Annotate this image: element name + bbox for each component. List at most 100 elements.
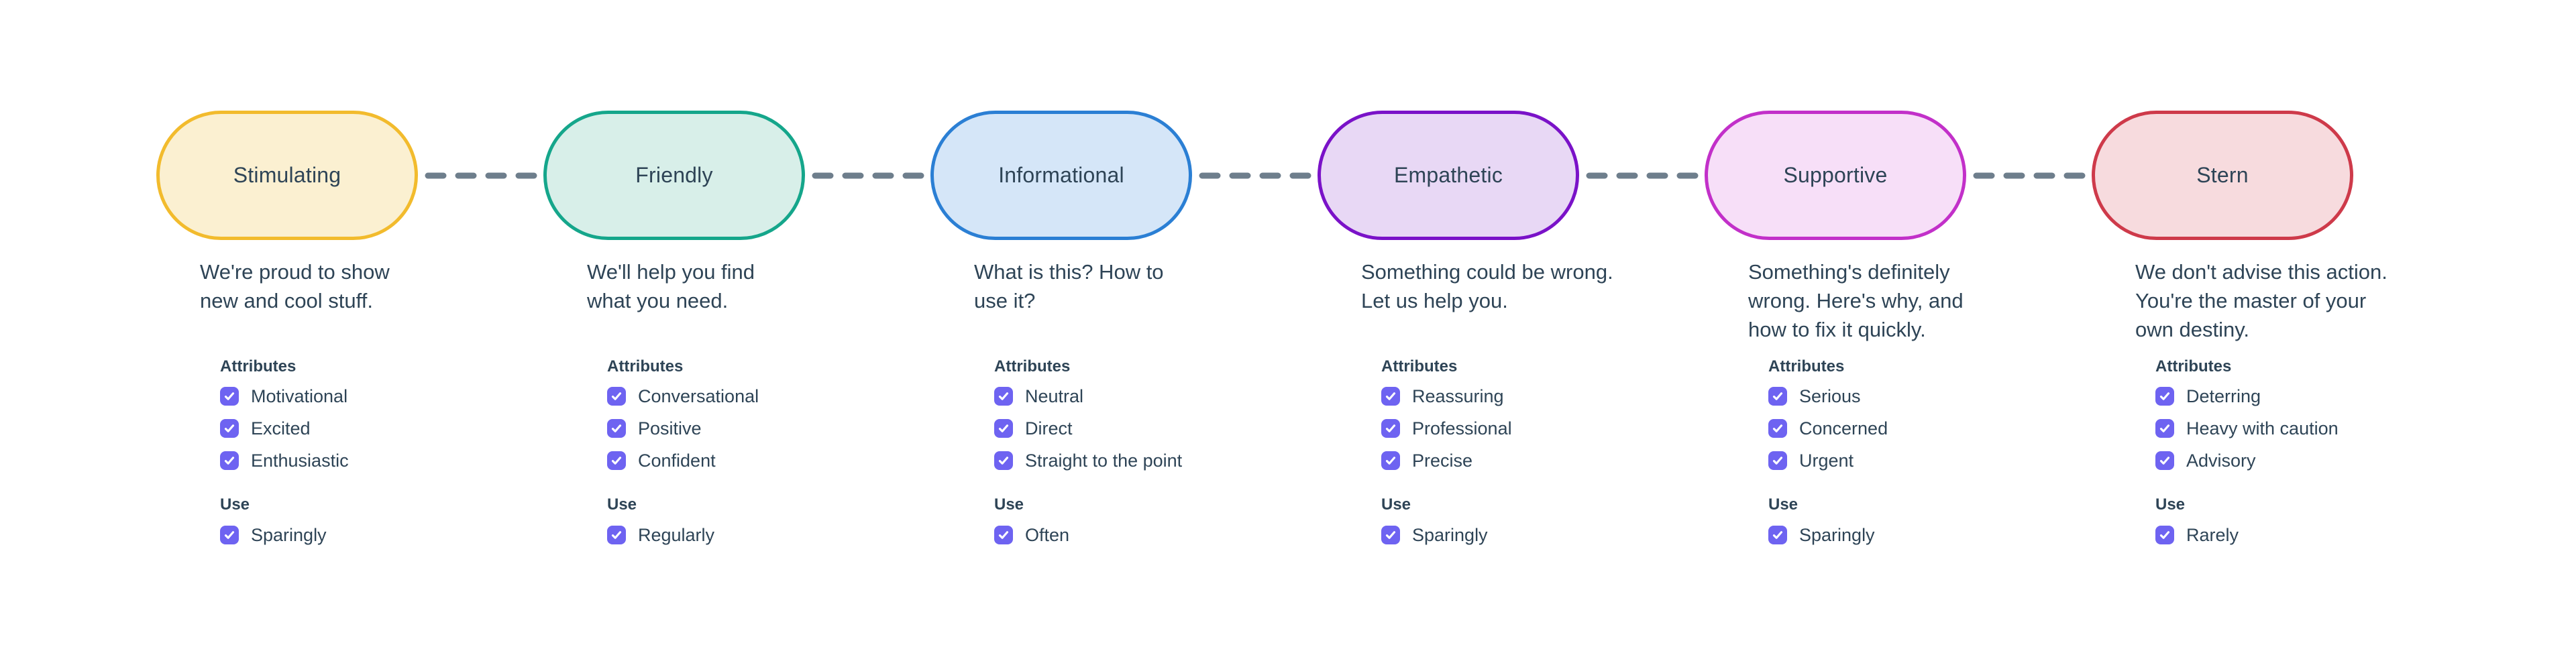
checkbox-label: Often [1025,525,1070,545]
checkbox-label: Sparingly [251,525,327,545]
attribute-checkbox-row[interactable]: Confident [607,451,930,470]
use-heading: Use [607,495,637,514]
checkbox-label: Reassuring [1412,386,1504,406]
checkbox-checked[interactable] [220,451,239,470]
checkbox-checked[interactable] [1381,526,1400,544]
checkmark-icon [1385,392,1396,400]
use-list: Often [994,526,1318,544]
tone-pill: Informational [930,111,1192,240]
checkbox-checked[interactable] [2155,419,2174,438]
attribute-checkbox-row[interactable]: Motivational [220,387,543,406]
tone-name: Stern [2196,163,2249,187]
checkbox-checked[interactable] [994,387,1013,406]
use-heading: Use [2155,495,2186,514]
checkbox-checked[interactable] [1768,451,1787,470]
use-list: Sparingly [220,526,543,544]
use-checkbox-row[interactable]: Regularly [607,526,930,544]
attributes-list: Reassuring Professional Precise [1381,387,1705,470]
checkbox-label: Heavy with caution [2186,418,2339,438]
checkmark-icon [611,392,622,400]
checkmark-icon [998,531,1009,539]
checkbox-label: Enthusiastic [251,451,349,471]
tone-description: We'll help you find what you need. [587,260,755,312]
checkmark-icon [224,424,235,432]
checkbox-checked[interactable] [994,451,1013,470]
attribute-checkbox-row[interactable]: Concerned [1768,419,2092,438]
checkbox-checked[interactable] [2155,451,2174,470]
checkbox-checked[interactable] [220,419,239,438]
attribute-checkbox-row[interactable]: Precise [1381,451,1705,470]
tone-name: Supportive [1783,163,1888,187]
tone-pill: Friendly [543,111,805,240]
checkmark-icon [1772,392,1783,400]
checkbox-checked[interactable] [607,419,626,438]
attributes-heading: Attributes [220,357,297,375]
checkbox-label: Direct [1025,418,1073,438]
attributes-list: Conversational Positive Confident [607,387,930,470]
checkbox-label: Excited [251,418,311,438]
attribute-checkbox-row[interactable]: Reassuring [1381,387,1705,406]
use-checkbox-row[interactable]: Sparingly [220,526,543,544]
attribute-checkbox-row[interactable]: Positive [607,419,930,438]
attribute-checkbox-row[interactable]: Straight to the point [994,451,1318,470]
attribute-checkbox-row[interactable]: Advisory [2155,451,2479,470]
checkbox-label: Precise [1412,451,1473,471]
dashed-connector-line [1586,172,1700,179]
use-checkbox-row[interactable]: Sparingly [1381,526,1705,544]
checkbox-label: Motivational [251,386,348,406]
use-list: Regularly [607,526,930,544]
use-list: Sparingly [1768,526,2092,544]
tone-column: Empathetic Something could be wrong. Let… [1318,111,1705,544]
checkbox-label: Rarely [2186,525,2239,545]
attribute-checkbox-row[interactable]: Neutral [994,387,1318,406]
tone-name: Friendly [635,163,713,187]
checkbox-label: Professional [1412,418,1512,438]
use-checkbox-row[interactable]: Sparingly [1768,526,2092,544]
attributes-heading: Attributes [1381,357,1458,375]
attribute-checkbox-row[interactable]: Urgent [1768,451,2092,470]
attributes-heading: Attributes [1768,357,1845,375]
use-list: Sparingly [1381,526,1705,544]
checkbox-checked[interactable] [1381,451,1400,470]
attribute-checkbox-row[interactable]: Conversational [607,387,930,406]
checkbox-label: Regularly [638,525,715,545]
attribute-checkbox-row[interactable]: Direct [994,419,1318,438]
use-checkbox-row[interactable]: Rarely [2155,526,2479,544]
attribute-checkbox-row[interactable]: Excited [220,419,543,438]
checkbox-checked[interactable] [1381,419,1400,438]
checkbox-checked[interactable] [607,451,626,470]
dashed-connector [425,172,539,179]
checkmark-icon [224,457,235,465]
checkbox-checked[interactable] [607,387,626,406]
checkbox-checked[interactable] [1381,387,1400,406]
checkbox-label: Straight to the point [1025,451,1183,471]
checkbox-label: Neutral [1025,386,1084,406]
checkmark-icon [2159,457,2170,465]
checkbox-checked[interactable] [220,526,239,544]
tone-column: Stern We don't advise this action. You'r… [2092,111,2479,544]
checkbox-checked[interactable] [1768,526,1787,544]
checkbox-checked[interactable] [220,387,239,406]
attributes-list: Motivational Excited Enthusiastic [220,387,543,470]
checkbox-checked[interactable] [994,419,1013,438]
attribute-checkbox-row[interactable]: Deterring [2155,387,2479,406]
checkbox-checked[interactable] [1768,419,1787,438]
checkbox-checked[interactable] [994,526,1013,544]
attribute-checkbox-row[interactable]: Serious [1768,387,2092,406]
use-list: Rarely [2155,526,2479,544]
checkmark-icon [1385,457,1396,465]
attributes-heading: Attributes [607,357,684,375]
attribute-checkbox-row[interactable]: Enthusiastic [220,451,543,470]
checkbox-checked[interactable] [2155,387,2174,406]
checkbox-checked[interactable] [607,526,626,544]
checkbox-checked[interactable] [2155,526,2174,544]
attribute-checkbox-row[interactable]: Professional [1381,419,1705,438]
checkmark-icon [998,457,1009,465]
tone-pill: Empathetic [1318,111,1579,240]
use-checkbox-row[interactable]: Often [994,526,1318,544]
checkmark-icon [1772,424,1783,432]
checkbox-checked[interactable] [1768,387,1787,406]
checkbox-label: Deterring [2186,386,2261,406]
attribute-checkbox-row[interactable]: Heavy with caution [2155,419,2479,438]
